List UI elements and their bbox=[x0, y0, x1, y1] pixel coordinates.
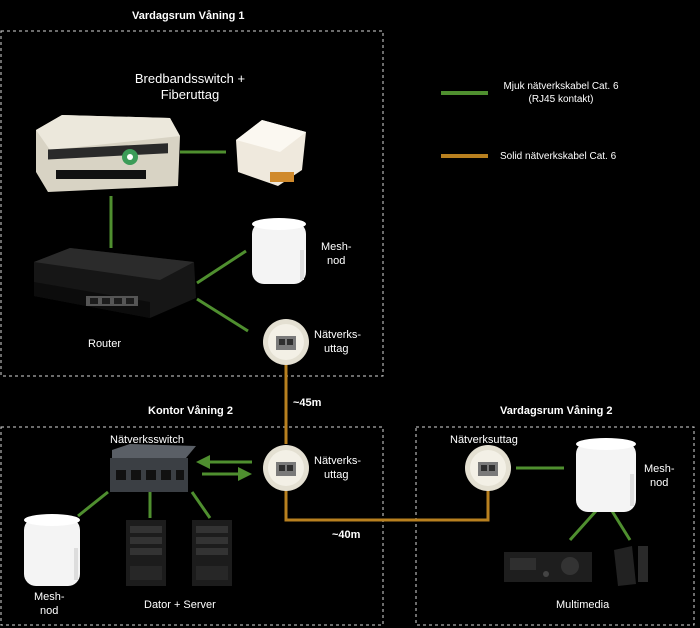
distance-45m: ~45m bbox=[293, 397, 322, 409]
network-outlet-icon bbox=[263, 445, 309, 491]
zone-floor1-living bbox=[0, 30, 384, 377]
server-tower-icon bbox=[192, 520, 232, 586]
outlet-right-label: Nätverksuttag bbox=[450, 434, 518, 446]
broadband-switch-icon bbox=[36, 115, 180, 192]
legend-solid-label: Solid nätverkskabel Cat. 6 bbox=[500, 151, 617, 162]
multimedia-label: Multimedia bbox=[556, 599, 610, 611]
cable-solid-40m bbox=[284, 490, 490, 522]
mesh-top-label: Mesh- nod bbox=[321, 241, 352, 267]
computer-tower-icon bbox=[126, 520, 166, 586]
legend-soft-label: Mjuk nätverkskabel Cat. 6 (RJ45 kontakt) bbox=[503, 81, 619, 105]
mesh-left-label: Mesh- nod bbox=[34, 591, 65, 617]
cable-mesh-multimedia2 bbox=[610, 510, 632, 541]
arrow-left-icon bbox=[196, 455, 210, 469]
mesh-right-label: Mesh- nod bbox=[644, 463, 675, 489]
mesh-node-icon bbox=[576, 438, 636, 512]
distance-40m: ~40m bbox=[332, 529, 361, 541]
cable-router-mesh bbox=[196, 249, 247, 285]
zone-office2 bbox=[0, 426, 384, 626]
switch-label: Nätverksswitch bbox=[110, 434, 184, 446]
network-switch-icon bbox=[110, 444, 196, 492]
mesh-node-icon bbox=[252, 218, 306, 284]
outlet-mid-label: Nätverks- uttag bbox=[314, 455, 362, 481]
zone-title-floor1: Vardagsrum Våning 1 bbox=[132, 10, 245, 22]
cable-mesh-multimedia1 bbox=[568, 509, 598, 542]
cable-router-outlet bbox=[196, 297, 249, 333]
computers-label: Dator + Server bbox=[144, 599, 216, 611]
media-player-icon bbox=[614, 546, 648, 586]
av-receiver-icon bbox=[504, 552, 592, 582]
arrow-right-icon bbox=[238, 467, 252, 481]
cable-switch-pc2 bbox=[190, 491, 212, 519]
cable-switch-mesh-left bbox=[77, 490, 109, 518]
router-label: Router bbox=[88, 338, 122, 350]
zone-title-living2: Vardagsrum Våning 2 bbox=[500, 405, 613, 417]
network-outlet-icon bbox=[465, 445, 511, 491]
mesh-node-icon bbox=[24, 514, 80, 586]
router-icon bbox=[34, 248, 196, 318]
zone-title-office2: Kontor Våning 2 bbox=[148, 405, 233, 417]
broadband-switch-label: Bredbandsswitch + Fiberuttag bbox=[134, 71, 246, 102]
network-outlet-icon bbox=[263, 319, 309, 365]
fiber-outlet-icon bbox=[236, 120, 306, 186]
outlet-top-label: Nätverks- uttag bbox=[314, 329, 362, 355]
zone-living2 bbox=[415, 426, 695, 626]
